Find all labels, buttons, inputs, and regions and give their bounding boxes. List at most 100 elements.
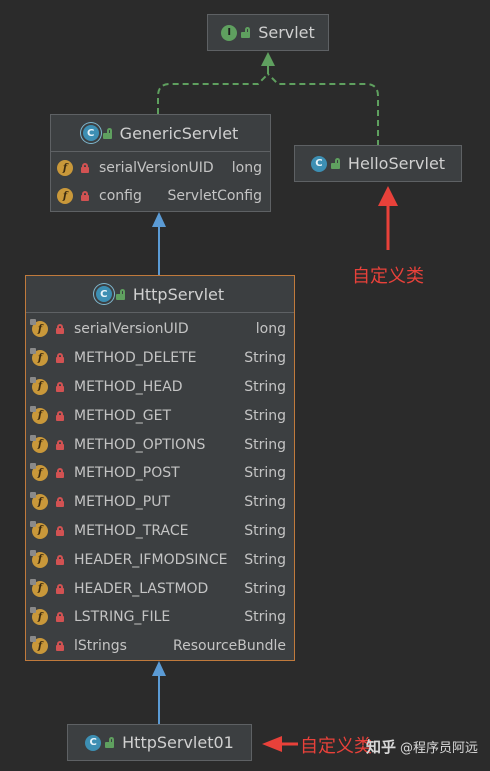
field-name: METHOD_GET	[74, 407, 172, 424]
field-type: ResourceBundle	[173, 638, 286, 655]
private-icon	[81, 191, 89, 201]
field-icon: f	[30, 492, 48, 511]
field-icon: f	[57, 188, 73, 204]
annotation-hello: 自定义类	[352, 266, 424, 287]
node-title: HttpServlet	[132, 284, 225, 304]
interface-icon: I	[221, 24, 238, 41]
extends-arrowhead-http	[152, 212, 166, 227]
private-icon	[56, 353, 64, 364]
node-title: GenericServlet	[119, 123, 239, 143]
servlet-header: I Servlet	[208, 15, 328, 50]
private-icon	[56, 324, 64, 335]
field-row[interactable]: f LSTRING_FILE String	[26, 603, 294, 632]
field-type: String	[244, 522, 286, 539]
field-row[interactable]: f METHOD_OPTIONS String	[26, 430, 294, 459]
field-type: String	[244, 580, 286, 597]
implements-line-hello	[267, 73, 379, 146]
class-icon: C	[85, 734, 102, 751]
watermark-author: @程序员阿远	[399, 741, 478, 756]
implements-line-generic	[157, 73, 269, 114]
field-icon: f	[30, 319, 48, 338]
field-icon: f	[30, 348, 48, 367]
node-title: HttpServlet01	[122, 733, 234, 752]
implements-arrowhead	[261, 52, 275, 66]
field-row[interactable]: f METHOD_TRACE String	[26, 517, 294, 546]
private-icon	[56, 641, 64, 652]
public-icon	[105, 737, 115, 748]
servlet-interface-node[interactable]: I Servlet	[207, 14, 329, 51]
field-name: METHOD_OPTIONS	[74, 436, 206, 453]
annotation-arrowhead-http01	[262, 736, 282, 752]
public-icon	[115, 288, 125, 300]
watermark: 知乎@程序员阿远	[366, 736, 478, 757]
field-type: String	[244, 378, 286, 395]
field-type: String	[244, 407, 286, 424]
field-icon: f	[30, 434, 48, 453]
field-row[interactable]: f config ServletConfig	[51, 182, 270, 210]
private-icon	[56, 525, 64, 536]
hello-servlet-node[interactable]: C HelloServlet	[294, 145, 462, 182]
public-icon	[102, 127, 112, 139]
field-type: String	[244, 436, 286, 453]
annotation-arrowhead-hello	[378, 186, 398, 206]
field-name: METHOD_HEAD	[74, 378, 183, 395]
http-servlet-header: C HttpServlet	[26, 276, 294, 313]
field-name: serialVersionUID	[74, 321, 189, 338]
node-title: HelloServlet	[347, 154, 446, 173]
field-name: config	[99, 188, 142, 204]
field-name: lStrings	[74, 638, 127, 655]
abstract-class-icon: C	[82, 125, 99, 141]
hello-servlet-header: C HelloServlet	[295, 146, 461, 181]
field-icon: f	[30, 376, 48, 395]
private-icon	[56, 583, 64, 594]
private-icon	[56, 612, 64, 623]
field-name: METHOD_PUT	[74, 494, 171, 511]
field-icon: f	[57, 160, 73, 176]
private-icon	[56, 554, 64, 565]
field-icon: f	[30, 578, 48, 597]
field-row[interactable]: f serialVersionUID long	[26, 315, 294, 344]
class-icon: C	[310, 155, 327, 172]
field-row[interactable]: f METHOD_HEAD String	[26, 373, 294, 402]
private-icon	[81, 163, 89, 173]
watermark-brand: 知乎	[365, 738, 396, 756]
field-row[interactable]: f METHOD_PUT String	[26, 488, 294, 517]
field-name: LSTRING_FILE	[74, 609, 171, 626]
field-type: String	[244, 465, 286, 482]
private-icon	[56, 468, 64, 479]
node-title: Servlet	[258, 23, 315, 42]
field-icon: f	[30, 607, 48, 626]
field-icon: f	[30, 636, 48, 655]
field-name: serialVersionUID	[99, 160, 214, 176]
field-type: long	[255, 321, 286, 338]
public-icon	[330, 158, 340, 169]
private-icon	[56, 381, 64, 392]
generic-servlet-header: C GenericServlet	[51, 115, 270, 152]
http-servlet01-node[interactable]: C HttpServlet01	[67, 724, 252, 761]
field-name: METHOD_POST	[74, 465, 180, 482]
private-icon	[56, 439, 64, 450]
field-icon: f	[30, 520, 48, 539]
field-row[interactable]: f lStrings ResourceBundle	[26, 632, 294, 661]
field-type: ServletConfig	[167, 188, 262, 204]
field-name: METHOD_DELETE	[74, 350, 197, 367]
annotation-http01: 自定义类	[300, 736, 372, 757]
field-type: String	[244, 551, 286, 568]
field-icon: f	[30, 549, 48, 568]
extends-arrowhead-http01	[152, 661, 166, 676]
field-type: String	[244, 609, 286, 626]
http-servlet01-header: C HttpServlet01	[68, 725, 251, 760]
field-name: METHOD_TRACE	[74, 522, 189, 539]
field-type: String	[244, 494, 286, 511]
